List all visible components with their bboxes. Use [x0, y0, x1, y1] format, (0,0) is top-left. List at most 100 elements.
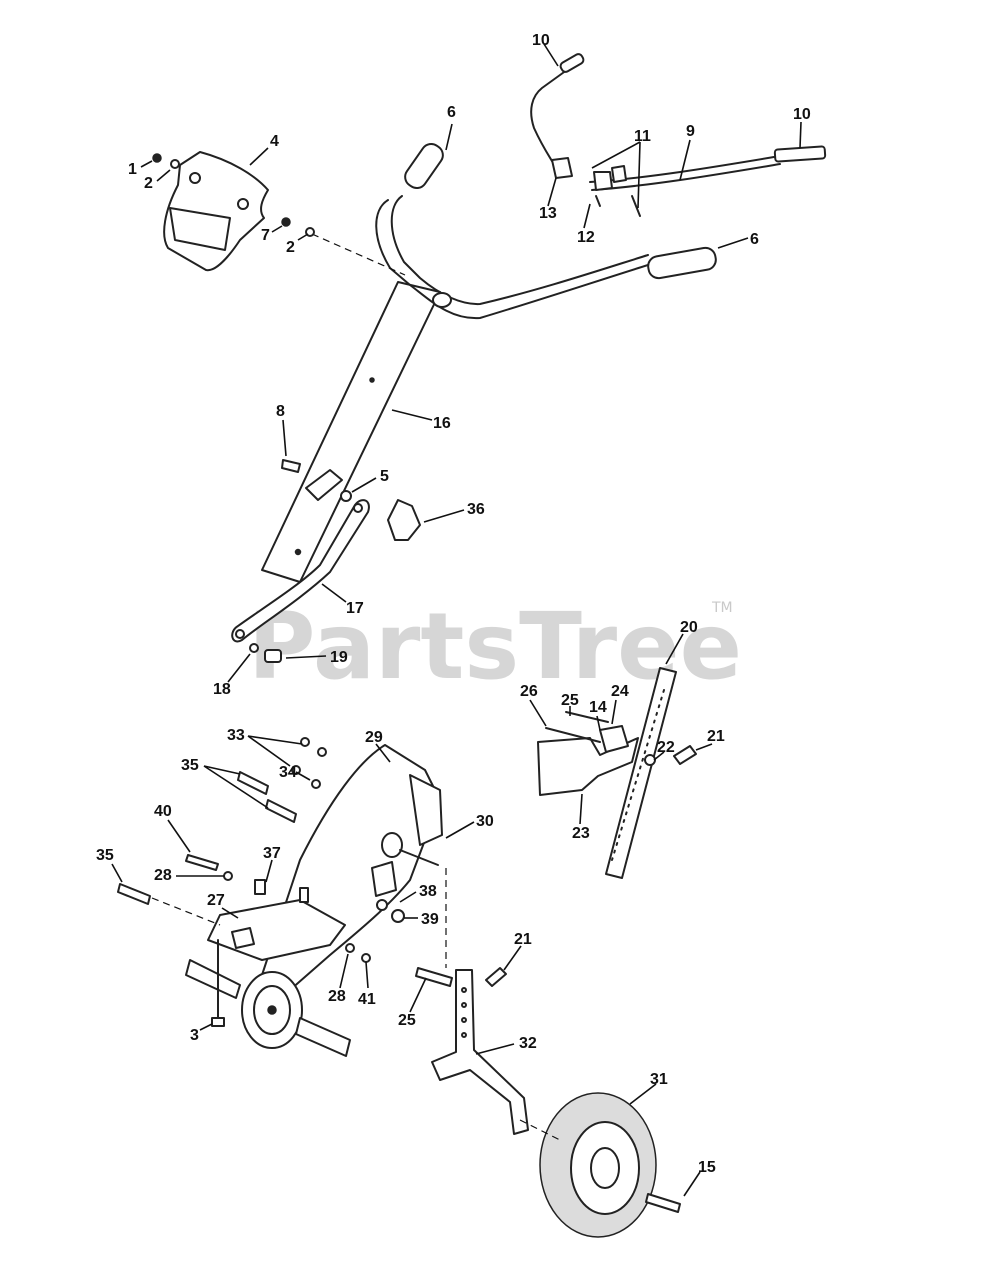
shift-rod-end [773, 145, 827, 163]
adjustment-arm [231, 499, 370, 643]
callout-25: 25 [398, 1012, 416, 1029]
leader-29 [375, 743, 391, 763]
leader-26 [529, 699, 547, 727]
callout-21: 21 [514, 931, 532, 948]
callout-33: 33 [227, 727, 245, 744]
callout-2: 2 [144, 175, 153, 192]
washer [223, 871, 233, 881]
callout-41: 41 [358, 991, 376, 1008]
leader-38 [399, 891, 417, 903]
callout-6: 6 [750, 231, 759, 248]
nut [391, 909, 405, 923]
leader-1 [140, 160, 153, 168]
tine-shaft [185, 959, 241, 999]
callout-35: 35 [181, 757, 199, 774]
callout-17: 17 [346, 600, 364, 617]
shift-rod-assembly [530, 53, 827, 217]
callout-31: 31 [650, 1071, 668, 1088]
callout-23: 23 [572, 825, 590, 842]
leader-33b [247, 735, 291, 767]
callout-3: 3 [190, 1027, 199, 1044]
leader-2b [297, 233, 309, 241]
bolt-head [211, 1017, 225, 1027]
leader-21b [503, 945, 522, 971]
leader-11a [591, 141, 641, 169]
shift-clip [593, 171, 613, 191]
leader-21a [695, 743, 713, 751]
callout-1: 1 [128, 161, 137, 178]
callout-9: 9 [686, 123, 695, 140]
arm-hole [235, 629, 245, 639]
callout-10: 10 [793, 106, 811, 123]
callout-40: 40 [154, 803, 172, 820]
callout-18: 18 [213, 681, 231, 698]
leader-22 [653, 751, 665, 761]
console-cover [163, 151, 269, 272]
hairpin-clip [485, 967, 507, 987]
callout-19: 19 [330, 649, 348, 666]
depth-bar-holes [611, 689, 665, 861]
leader-16 [391, 409, 433, 421]
leader-34 [295, 771, 311, 781]
shaft-seal [381, 832, 403, 858]
bracket-hole [461, 987, 467, 993]
spacer [254, 879, 266, 895]
callout-8: 8 [276, 403, 285, 420]
callout-26: 26 [520, 683, 538, 700]
nut [291, 765, 301, 775]
washer [317, 747, 327, 757]
washer [345, 943, 355, 953]
leader-11b [637, 141, 641, 209]
assembly-line [151, 897, 221, 926]
leader-33a [247, 735, 303, 745]
callout-37: 37 [263, 845, 281, 862]
wheel-hub [590, 1147, 620, 1189]
leader-27 [221, 907, 239, 919]
callout-27: 27 [207, 892, 225, 909]
shift-cable [591, 163, 781, 191]
wheel-bracket [431, 969, 529, 1135]
callout-22: 22 [657, 739, 675, 756]
wheel-rim [570, 1121, 640, 1215]
leader-35c [111, 863, 123, 883]
handle-bar [390, 195, 649, 306]
nut [311, 779, 321, 789]
bolt [415, 967, 453, 987]
leader-10b [799, 121, 802, 149]
watermark-trademark: TM [711, 600, 733, 616]
pin [595, 195, 601, 207]
callout-2: 2 [286, 239, 295, 256]
leader-3 [199, 1023, 213, 1031]
callout-35: 35 [96, 847, 114, 864]
tube-hole [294, 548, 302, 556]
leader-36 [423, 509, 465, 523]
shift-rod [530, 61, 579, 169]
shaft [399, 849, 439, 866]
leader-37 [265, 859, 273, 883]
callout-10: 10 [532, 32, 550, 49]
depth-block [599, 725, 629, 753]
arm-hole [353, 503, 363, 513]
assembly-line [311, 233, 406, 276]
leader-9 [679, 139, 691, 181]
callout-32: 32 [519, 1035, 537, 1052]
transmission-assembly [117, 737, 447, 1057]
assembly-line [519, 1119, 561, 1141]
callout-16: 16 [433, 415, 451, 432]
console-window [169, 207, 231, 251]
callout-6: 6 [447, 104, 456, 121]
gearbox-side [409, 774, 443, 846]
leader-13 [547, 177, 557, 207]
leader-6a [445, 123, 453, 151]
bolt [117, 883, 151, 905]
callout-4: 4 [270, 133, 279, 150]
leader-2a [156, 169, 171, 182]
callout-12: 12 [577, 229, 595, 246]
bracket-hole [461, 1002, 467, 1008]
callout-7: 7 [261, 227, 270, 244]
callouts: 1 2 2 3 4 5 6 6 7 8 9 10 10 11 12 13 14 … [96, 32, 811, 1176]
nut [264, 649, 282, 663]
pin [631, 195, 641, 217]
callout-28: 28 [328, 988, 346, 1005]
